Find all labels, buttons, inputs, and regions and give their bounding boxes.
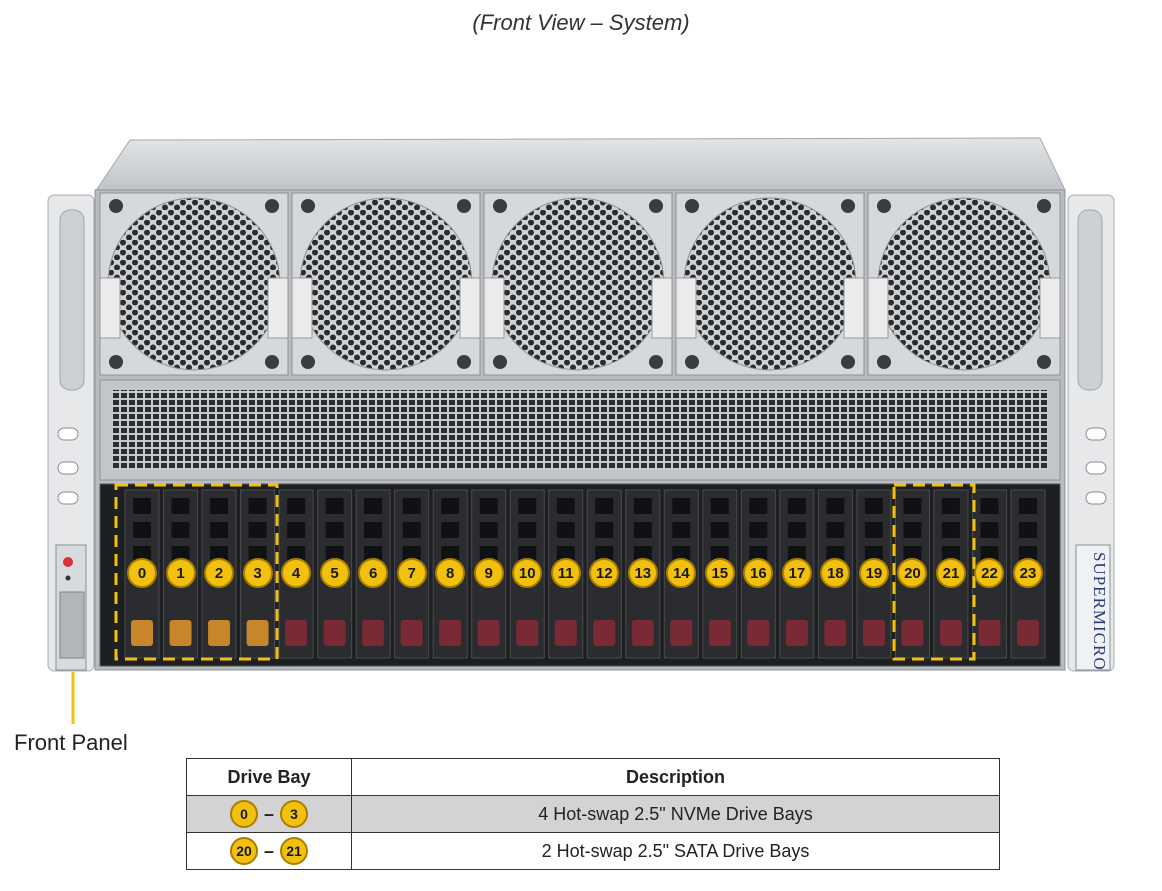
chassis-top [94,137,1066,193]
fan-module-5 [867,192,1061,376]
bay-number-badge: 8 [435,558,466,588]
bay-number-badge: 22 [974,558,1005,588]
range-dash: – [263,840,274,861]
bay-number-badge: 2 [204,558,235,588]
bay-number-badge: 7 [396,558,427,588]
bay-number-badge: 6 [358,558,389,588]
fan-module-4 [675,192,865,376]
drive-bay-table: Drive Bay Description 0 – 3 4 Hot-swap 2… [186,758,1000,870]
sata-highlight-box [892,483,976,661]
front-panel-label: Front Panel [14,730,128,755]
bay-number-badge: 18 [820,558,851,588]
bay-number-badge: 9 [473,558,504,588]
bay-number-badge: 21 [935,558,966,588]
bay-range-cell: 0 – 3 [186,795,352,833]
header-description: Description [351,758,1000,796]
bay-number-badge: 1 [165,558,196,588]
range-dash: – [263,803,274,824]
description-cell: 2 Hot-swap 2.5" SATA Drive Bays [351,832,1000,870]
bay-badge-to: 3 [280,800,308,828]
bay-number-badge: 0 [127,558,157,588]
header-drive-bay: Drive Bay [186,758,352,796]
bay-range-cell: 20 – 21 [186,832,352,870]
bay-number-badge: 15 [704,558,735,588]
description-cell: 4 Hot-swap 2.5" NVMe Drive Bays [351,795,1000,833]
bay-number-badge: 3 [242,558,273,588]
bay-number-badge: 16 [743,558,774,588]
bay-number-badge: 19 [858,558,889,588]
bay-number-badge: 10 [512,558,543,588]
right-rack-ear [1067,194,1115,672]
fan-module-2 [291,192,481,376]
bay-badge-from: 20 [229,837,258,865]
left-rack-ear [47,194,95,672]
table-header-row: Drive Bay Description [186,758,1000,796]
fan-module-1 [99,192,289,376]
bay-number-badge: 5 [319,558,350,588]
brand-logo: SUPERMICRO [1090,552,1109,671]
bay-number-badge: 17 [781,558,812,588]
bay-badge-from: 0 [229,800,258,828]
table-row: 0 – 3 4 Hot-swap 2.5" NVMe Drive Bays [186,795,1000,833]
bay-number-badge: 11 [550,558,581,588]
fan-module-3 [483,192,673,376]
table-row: 20 – 21 2 Hot-swap 2.5" SATA Drive Bays [186,832,1000,870]
bay-number-badge: 23 [1013,558,1043,588]
bay-number-badge: 12 [589,558,620,588]
bay-number-badge: 20 [897,558,928,588]
nvme-highlight-box [114,483,279,661]
bay-badge-to: 21 [280,837,308,865]
figure-caption: (Front View – System) [472,10,690,35]
bay-number-badge: 14 [666,558,697,588]
bay-number-badge: 4 [281,558,312,588]
vent-grill [112,390,1048,470]
bay-number-badge: 13 [627,558,658,588]
